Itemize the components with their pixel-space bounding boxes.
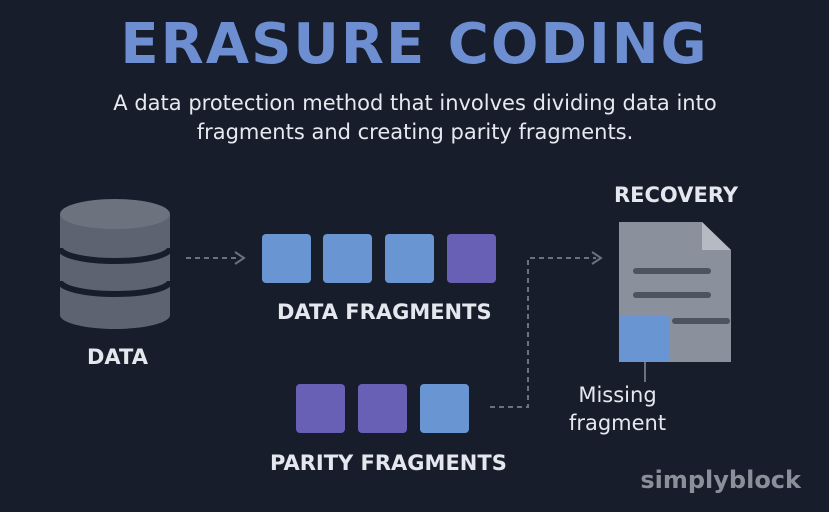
database-icon bbox=[57, 199, 173, 329]
page-title: ERASURE CODING bbox=[120, 12, 709, 77]
missing-fragment-label: Missing fragment bbox=[550, 381, 685, 437]
parity-fragment-2 bbox=[358, 384, 407, 433]
data-fragment-1 bbox=[262, 234, 311, 283]
parity-fragment-3 bbox=[420, 384, 469, 433]
missing-label-line-1: Missing bbox=[578, 383, 657, 407]
arrow-parity-to-recovery bbox=[490, 251, 603, 408]
data-fragment-3 bbox=[385, 234, 434, 283]
data-fragment-2 bbox=[323, 234, 372, 283]
arrow-data-to-fragments bbox=[186, 251, 246, 265]
missing-fragment-block bbox=[619, 316, 670, 362]
subtitle-line-2: fragments and creating parity fragments. bbox=[196, 120, 634, 144]
parity-fragments-label: PARITY FRAGMENTS bbox=[270, 451, 507, 475]
brand-logo: simplyblock bbox=[640, 466, 801, 494]
subtitle: A data protection method that involves d… bbox=[60, 89, 770, 147]
subtitle-line-1: A data protection method that involves d… bbox=[113, 91, 717, 115]
parity-fragment-1 bbox=[296, 384, 345, 433]
document-icon bbox=[619, 222, 731, 362]
data-label: DATA bbox=[87, 345, 149, 369]
recovery-label: RECOVERY bbox=[614, 183, 739, 207]
data-fragment-4 bbox=[447, 234, 496, 283]
missing-label-line-2: fragment bbox=[568, 411, 667, 435]
data-fragments-label: DATA FRAGMENTS bbox=[277, 300, 492, 324]
